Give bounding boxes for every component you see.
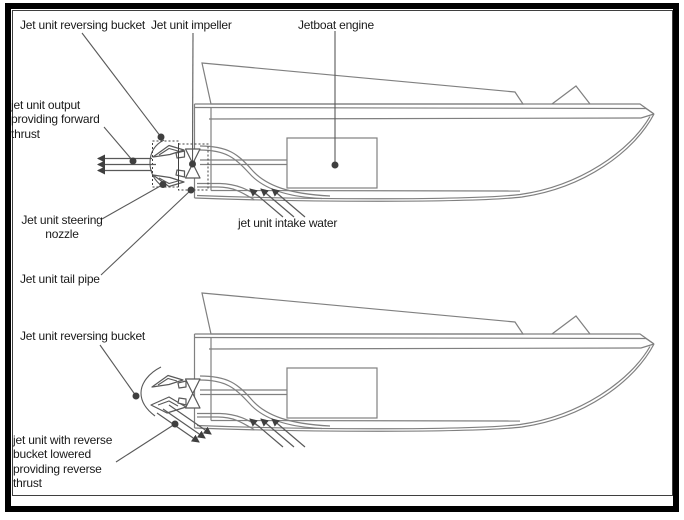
diagram-inner-border <box>12 10 673 496</box>
label-top-reversing-bucket: Jet unit reversing bucket <box>20 18 146 32</box>
reverse-thrust-arrows <box>156 404 212 443</box>
boat-top-view <box>186 63 655 217</box>
label-bottom-reverse-thrust: jet unit with reverse bucket lowered pro… <box>13 433 113 490</box>
label-bottom-reversing-bucket: Jet unit reversing bucket <box>20 329 146 343</box>
label-top-forward-output: jet unit output providing forward thrust <box>11 98 100 141</box>
label-top-engine: Jetboat engine <box>298 18 374 32</box>
jet-unit-forward-config <box>97 139 209 191</box>
reversing-bucket-lowered-dot <box>132 392 140 400</box>
forward-output-dot <box>129 157 137 165</box>
steering-nozzle-dot <box>159 181 167 188</box>
tail-pipe-dot <box>187 186 195 194</box>
label-top-steering-nozzle: Jet unit steering nozzle <box>21 213 103 242</box>
reverse-thrust-dot <box>171 420 179 428</box>
tail-pipe-dotted-box <box>178 143 209 191</box>
impeller-dot <box>189 160 196 168</box>
forward-thrust-arrows <box>97 154 156 175</box>
label-top-intake-water: jet unit intake water <box>238 216 338 230</box>
label-top-tail-pipe: Jet unit tail pipe <box>20 272 100 286</box>
reversing-bucket-dot <box>157 133 165 141</box>
jet-unit-reverse-config <box>140 366 212 443</box>
boat-bottom-view <box>186 293 655 447</box>
label-top-impeller: Jet unit impeller <box>151 18 232 32</box>
engine-dot <box>331 161 339 169</box>
label-leader-lines <box>81 31 339 463</box>
